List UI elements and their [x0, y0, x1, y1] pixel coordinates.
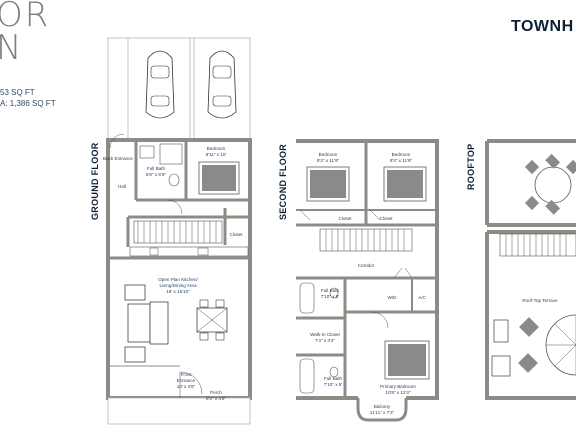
ground-floor-plan: Back Entrance Hall Full Bath 5'6" x 6'5"… [103, 37, 252, 425]
coffee-table-icon [127, 303, 151, 343]
room-dim: 7'10" x 5' [324, 382, 343, 387]
room-label: Bedroom [392, 152, 411, 157]
room-label: Full Bath [324, 376, 343, 381]
armchair-icon [124, 346, 146, 363]
room-label: A/C [418, 295, 426, 300]
sofa-icon [149, 301, 169, 345]
room-label: Porch [210, 390, 222, 395]
room-dim: 11'11" x 7'3" [370, 410, 395, 415]
patio-table-icon [524, 153, 576, 215]
room-dim: 5'6" x 6'5" [146, 172, 166, 177]
room-label: Closet [229, 232, 243, 237]
room-label: Living/Dining Area [159, 283, 196, 288]
room-label: Entrance [177, 378, 196, 383]
room-label: Front [181, 372, 192, 377]
lounge-chair-icon [491, 355, 511, 377]
toilet-icon [329, 287, 339, 299]
room-dim: 18' x 15'10" [166, 289, 190, 294]
rooftop-plan: Roof-Top Terrace [485, 139, 576, 400]
room-dim: 10'8" x 12'4" [385, 390, 411, 395]
room-label: Open Plan Kitchen/ [158, 277, 198, 282]
room-label: Hall [118, 184, 126, 189]
shower-icon [159, 143, 183, 165]
room-dim: 7'4" x 3'4" [315, 338, 335, 343]
balcony-railing [356, 398, 408, 422]
car-icon [145, 50, 175, 119]
brand-title: TOWNH [511, 18, 574, 35]
room-dim: 7'10" x 5' [321, 294, 340, 299]
staircase [319, 228, 413, 252]
umbrella-icon [545, 314, 576, 376]
kitchen-counter [129, 246, 249, 257]
side-table-icon [518, 353, 538, 373]
toilet-icon [168, 173, 180, 187]
second-floor-plan: Bedroom 9'3" x 11'9" Bedroom 9'3" x 11'9… [296, 139, 439, 422]
staircase [499, 233, 576, 257]
room-label: Back Entrance [103, 156, 133, 161]
room-label: Walk-In Closet [310, 332, 340, 337]
stat-line-2: A: 1,386 SQ FT [0, 99, 56, 108]
room-dim: 9'3" x 11'9" [317, 158, 340, 163]
toilet-icon [329, 366, 339, 378]
armchair-icon [124, 284, 146, 301]
room-label: Roof-Top Terrace [522, 298, 558, 303]
room-label: Primary Bedroom [380, 384, 416, 389]
room-label: Closet [338, 216, 352, 221]
room-label: Full Bath [147, 166, 166, 171]
room-dim: 9'3" x 11'9" [390, 158, 413, 163]
room-dim: 10' x 4'8" [177, 384, 196, 389]
sink-icon [139, 145, 155, 159]
bathtub-icon [299, 282, 315, 314]
stat-line-1: 53 SQ FT [0, 88, 35, 97]
plan-title-line1: OR [0, 0, 51, 35]
plan-title-line2: N [0, 28, 24, 68]
dining-table-icon [196, 299, 228, 341]
room-label: W/D [388, 295, 398, 300]
room-label: Closet [379, 216, 393, 221]
room-label: Full Bath [321, 288, 340, 293]
room-label: Bedroom [319, 152, 338, 157]
car-icon [207, 50, 237, 119]
side-table-icon [519, 317, 539, 337]
room-label: Balcony [374, 404, 391, 409]
room-label: Corridor [358, 263, 375, 268]
room-label: Bedroom [207, 146, 226, 151]
room-dim: 8'11" x 10' [206, 152, 227, 157]
staircase [133, 220, 223, 244]
room-dim: 8'4" x 4'8" [206, 396, 226, 401]
lounge-chair-icon [493, 319, 509, 343]
bathtub-icon [299, 358, 315, 394]
